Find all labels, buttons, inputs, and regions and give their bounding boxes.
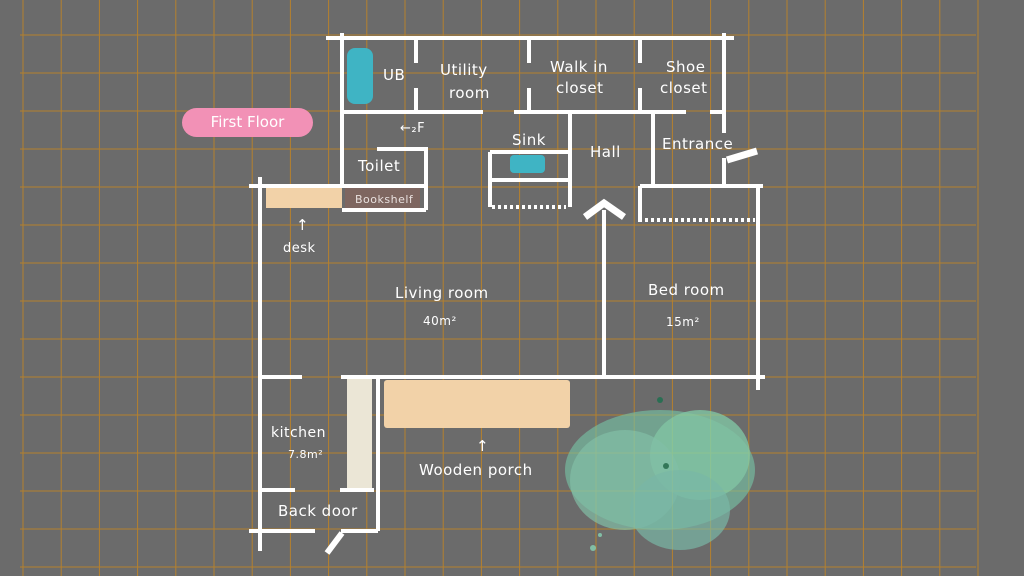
- label-bookshelf: Bookshelf: [355, 193, 414, 206]
- label-living-area: 40m²: [423, 314, 457, 328]
- label-bedroom-area: 15m²: [666, 315, 700, 329]
- label-stairs-2f: ←₂F: [400, 121, 426, 136]
- bookshelf: [345, 188, 420, 208]
- plant-watercolor: [565, 397, 755, 551]
- label-ub: UB: [383, 66, 406, 84]
- label-wooden-porch: Wooden porch: [419, 461, 533, 479]
- label-desk: desk: [283, 241, 316, 256]
- label-entrance: Entrance: [662, 135, 734, 153]
- desk: [266, 188, 342, 208]
- walls: [249, 33, 765, 555]
- label-walkin-line2: closet: [556, 79, 604, 97]
- label-utility-line1: Utility: [440, 61, 488, 79]
- sink-basin: [510, 155, 545, 173]
- label-kitchen-area: 7.8m²: [288, 448, 324, 461]
- label-living-room: Living room: [395, 284, 489, 302]
- label-bedroom: Bed room: [648, 281, 725, 299]
- floor-title-badge: First Floor: [182, 108, 313, 137]
- bathtub: [347, 48, 373, 104]
- kitchen-counter: [347, 378, 372, 488]
- arrow-up-icon: ↑: [476, 437, 490, 455]
- label-shoe-line2: closet: [660, 79, 708, 97]
- arrow-up-icon: ↑: [296, 216, 310, 234]
- label-sink: Sink: [512, 131, 546, 149]
- label-walkin-line1: Walk in: [550, 58, 608, 76]
- label-kitchen: kitchen: [271, 425, 327, 441]
- background-grid: [20, 0, 979, 576]
- label-shoe-line1: Shoe: [666, 58, 706, 76]
- label-back-door: Back door: [278, 502, 358, 520]
- label-toilet: Toilet: [358, 157, 401, 175]
- wooden-porch: [384, 380, 570, 428]
- label-hall: Hall: [590, 143, 621, 161]
- label-utility-line2: room: [449, 84, 490, 102]
